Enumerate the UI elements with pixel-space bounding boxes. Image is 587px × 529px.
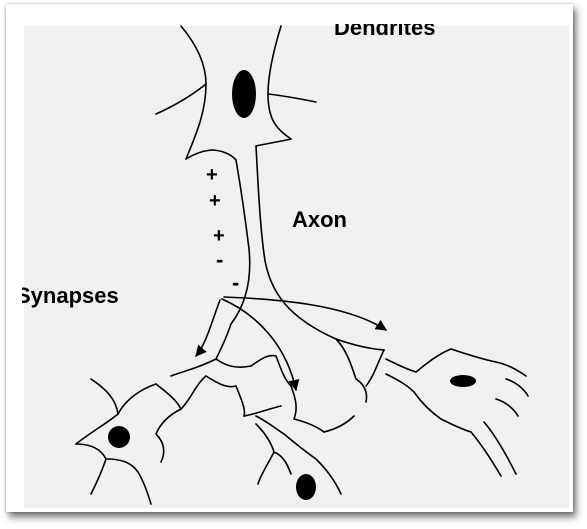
charge-signs: + + + - - <box>206 164 239 295</box>
lower-middle-nucleus <box>296 474 316 500</box>
lower-left-nucleus <box>108 426 130 448</box>
synapse-arrows <box>195 296 387 392</box>
charge-sign-1: + <box>206 164 218 186</box>
arrow-to-left-neuron <box>195 299 221 357</box>
charge-sign-5: - <box>232 270 239 295</box>
charge-sign-2: + <box>209 190 221 212</box>
lower-middle-neuron <box>235 354 355 500</box>
top-edge-mask <box>6 4 573 24</box>
axon-label: Axon <box>292 207 347 232</box>
charge-sign-4: - <box>216 247 223 272</box>
lower-right-nucleus <box>450 375 476 387</box>
arrow-to-right-neuron <box>223 296 387 331</box>
lower-left-neuron <box>75 358 252 505</box>
left-edge-mask <box>6 4 22 512</box>
figure-frame: + + + - - Dendrites Axon Synapses <box>6 4 573 512</box>
axon <box>215 145 385 360</box>
neuron-diagram: + + + - - Dendrites Axon Synapses <box>6 4 573 512</box>
upper-neuron-nucleus <box>232 70 256 118</box>
upper-neuron <box>155 25 317 161</box>
lower-right-neuron <box>335 338 529 477</box>
synapses-label: Synapses <box>16 283 119 308</box>
arrow-to-middle-neuron <box>221 298 300 392</box>
charge-sign-3: + <box>213 225 225 247</box>
